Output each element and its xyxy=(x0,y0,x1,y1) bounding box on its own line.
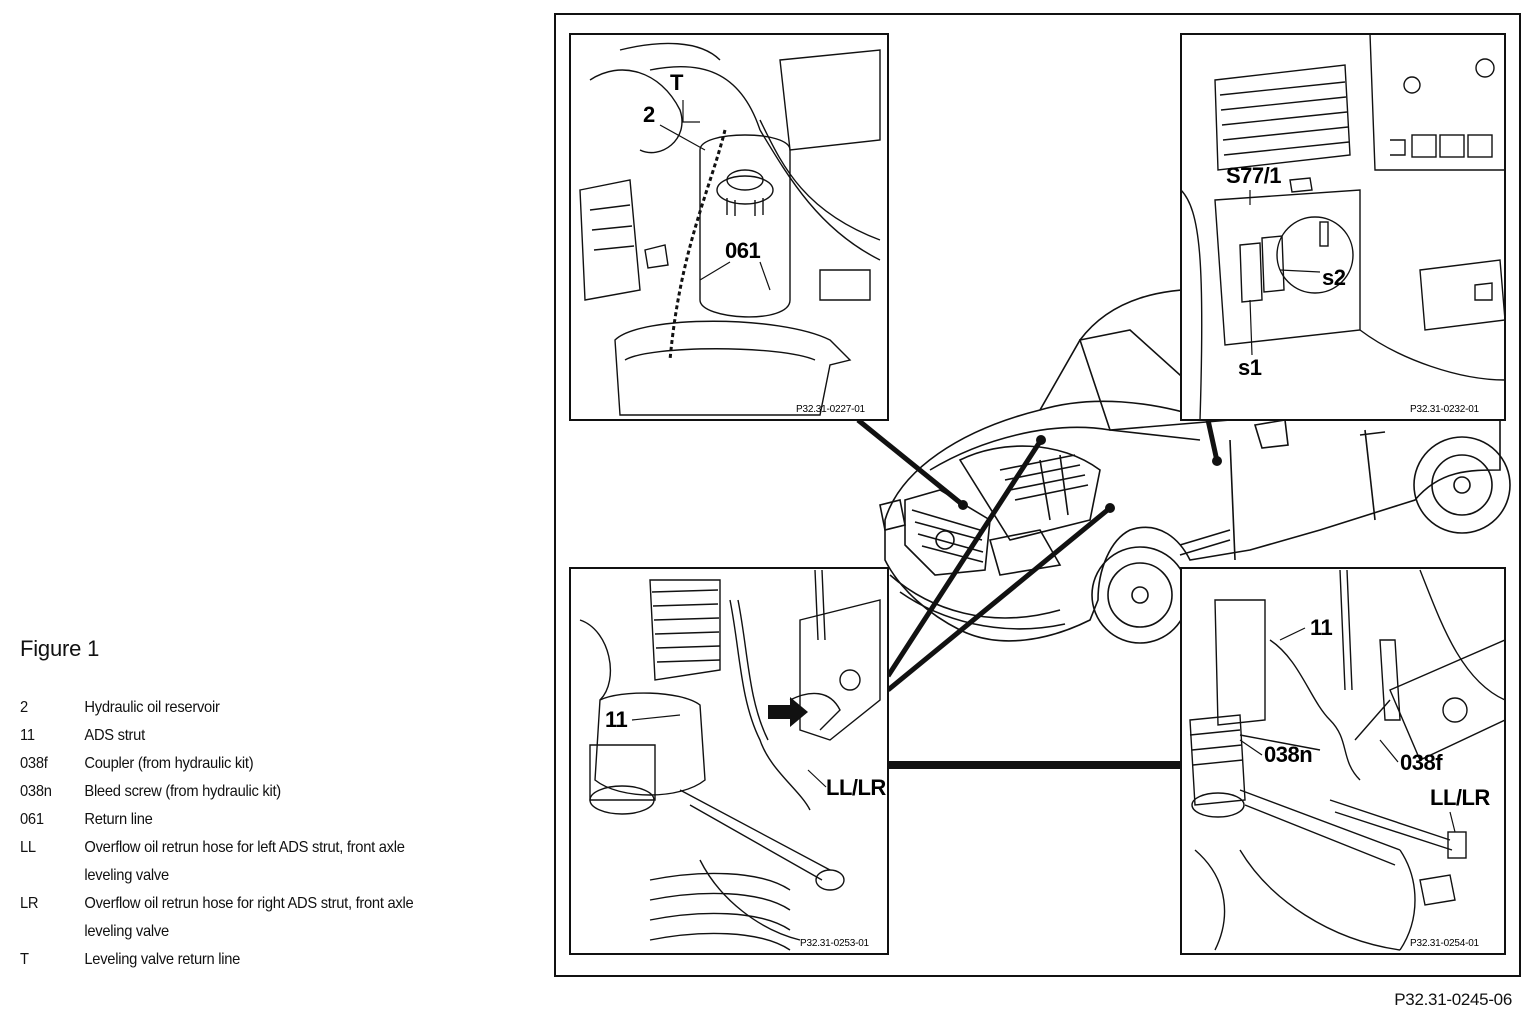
label-ll-lr-right: LL/LR xyxy=(1430,785,1490,810)
legend-description: Bleed screw (from hydraulic kit) xyxy=(84,778,498,806)
legend-description-line: Coupler (from hydraulic kit) xyxy=(84,755,254,772)
legend-description: Overflow oil retrun hose for right ADS s… xyxy=(84,890,498,946)
legend-description: Return line xyxy=(84,806,498,834)
legend-item: 11 ADS strut xyxy=(20,722,498,750)
panel-top-right-caption: P32.31-0232-01 xyxy=(1410,404,1480,415)
legend-description-line: Leveling valve return line xyxy=(84,951,241,968)
label-s2: s2 xyxy=(1322,265,1346,290)
legend-item: T Leveling valve return line xyxy=(20,946,498,974)
legend-code: 061 xyxy=(20,811,44,828)
legend-description: Leveling valve return line xyxy=(84,946,498,974)
label-t: T xyxy=(670,70,684,95)
legend-item: 061 Return line xyxy=(20,806,498,834)
legend-description-line: Return line xyxy=(84,811,153,828)
legend-list: 2 Hydraulic oil reservoir 11 ADS strut 038f C… xyxy=(20,694,540,974)
panel-top-right: S77/1 s2 s1 P32.31-0232-01 xyxy=(1180,33,1506,421)
legend-code: 038n xyxy=(20,783,52,800)
legend-description-line: Hydraulic oil reservoir xyxy=(84,699,220,716)
legend-code: LR xyxy=(20,895,39,912)
legend-description-line: Bleed screw (from hydraulic kit) xyxy=(84,783,281,800)
panel-bottom-left: 11 LL/LR P32.31-0253-01 xyxy=(569,567,889,955)
legend-description: Hydraulic oil reservoir xyxy=(84,694,498,722)
label-061: 061 xyxy=(725,238,760,263)
legend-description-line: ADS strut xyxy=(84,727,145,744)
label-2: 2 xyxy=(643,102,655,127)
legend-description: Overflow oil retrun hose for left ADS st… xyxy=(84,834,498,890)
label-038f: 038f xyxy=(1400,750,1443,775)
legend-item: 2 Hydraulic oil reservoir xyxy=(20,694,498,722)
legend-description-line: Overflow oil retrun hose for left ADS st… xyxy=(84,839,405,856)
legend-code: T xyxy=(20,951,29,968)
legend-description-line: Overflow oil retrun hose for right ADS s… xyxy=(84,895,414,912)
panel-bottom-right: 11 038n 038f LL/LR P32.31-0254-01 xyxy=(1180,567,1506,955)
label-ll-lr-left: LL/LR xyxy=(826,775,886,800)
legend-description-line: leveling valve xyxy=(84,923,169,940)
label-s77-1: S77/1 xyxy=(1226,163,1281,188)
legend-item: 038n Bleed screw (from hydraulic kit) xyxy=(20,778,498,806)
label-11-left: 11 xyxy=(605,707,628,732)
legend-code: 038f xyxy=(20,755,48,772)
legend-description-line: leveling valve xyxy=(84,867,169,884)
panel-bottom-right-caption: P32.31-0254-01 xyxy=(1410,938,1480,949)
label-038n: 038n xyxy=(1264,742,1312,767)
legend-item: LL Overflow oil retrun hose for left ADS … xyxy=(20,834,498,890)
figure-title: Figure 1 xyxy=(20,636,100,661)
panel-bottom-left-caption: P32.31-0253-01 xyxy=(800,938,870,949)
figure-reference-code: P32.31-0245-06 xyxy=(1394,990,1512,1009)
label-11-right: 11 xyxy=(1310,615,1333,640)
legend-code: LL xyxy=(20,839,36,856)
legend-code: 2 xyxy=(20,699,28,716)
label-s1: s1 xyxy=(1238,355,1262,380)
legend-code: 11 xyxy=(20,727,35,744)
legend-description: ADS strut xyxy=(84,722,498,750)
panel-top-left-caption: P32.31-0227-01 xyxy=(796,404,866,415)
legend-description: Coupler (from hydraulic kit) xyxy=(84,750,498,778)
legend-item: 038f Coupler (from hydraulic kit) xyxy=(20,750,498,778)
panel-top-left: T 2 061 P32.31-0227-01 xyxy=(569,33,889,421)
legend-item: LR Overflow oil retrun hose for right ADS… xyxy=(20,890,498,946)
